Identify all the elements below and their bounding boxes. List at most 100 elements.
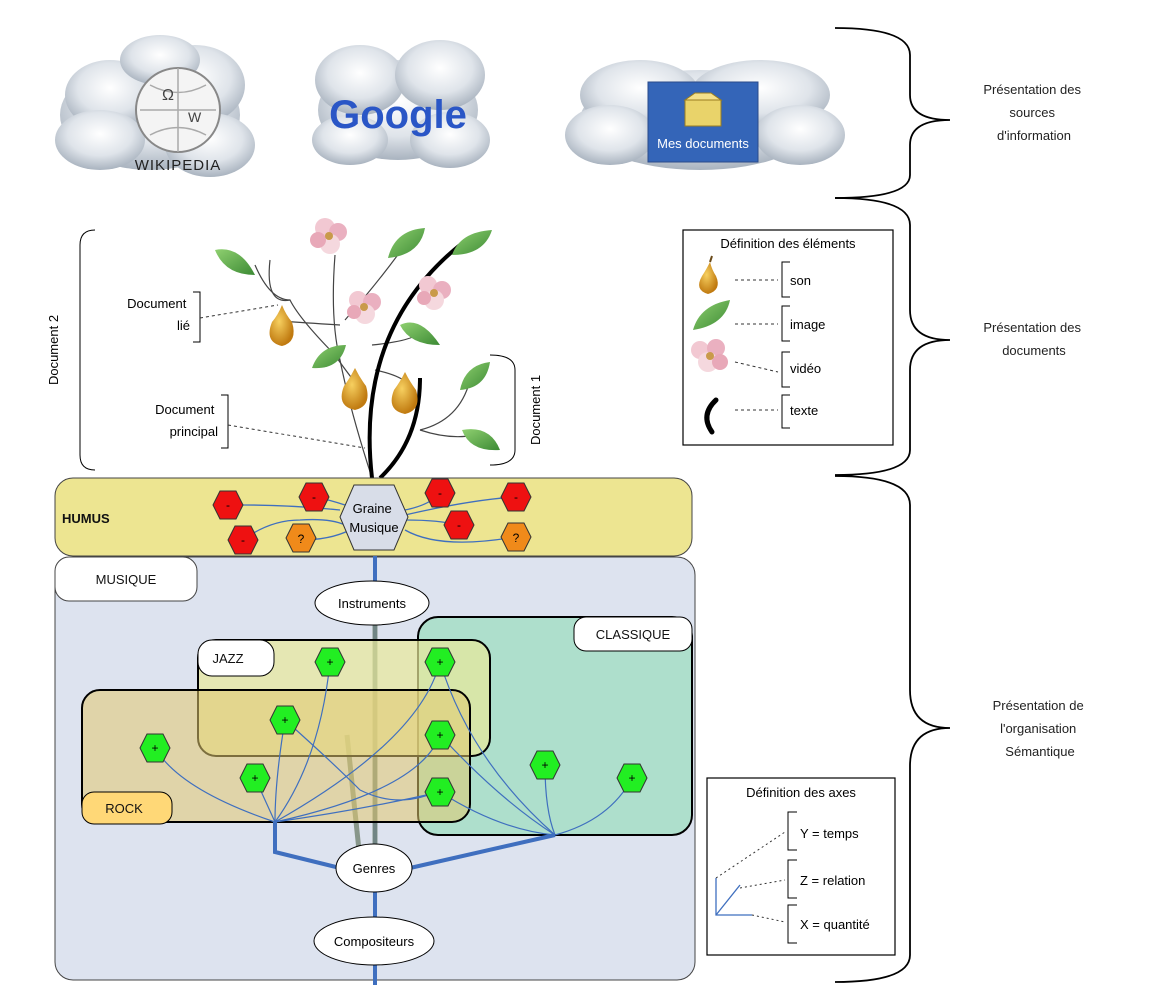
svg-text:?: ? <box>298 532 305 546</box>
leaf-icon <box>312 345 346 369</box>
positive-node: + <box>616 763 648 793</box>
legend-image: image <box>790 317 825 332</box>
unknown-node: ? <box>500 522 532 552</box>
positive-node: + <box>529 750 561 780</box>
folder-icon <box>683 92 723 127</box>
legend-texte: texte <box>790 403 818 418</box>
positive-node: + <box>424 647 456 677</box>
svg-text:+: + <box>326 655 333 669</box>
positive-node: + <box>239 763 271 793</box>
pear-icon <box>341 368 368 410</box>
svg-text:+: + <box>436 728 443 742</box>
wikipedia-globe-icon: Ω W <box>135 67 221 153</box>
musique-label: MUSIQUE <box>96 572 157 587</box>
label-organisation: Présentation de l'organisation Sémantiqu… <box>993 698 1088 759</box>
humus-band: HUMUS Graine Musique - - <box>54 477 693 557</box>
legend-elements: Définition des éléments son image vidéo <box>682 229 894 446</box>
node-compositeurs: Compositeurs <box>313 916 435 966</box>
negative-node: - <box>227 525 259 555</box>
pear-icon <box>269 305 294 346</box>
legend-son: son <box>790 273 811 288</box>
node-genres: Genres <box>335 843 413 893</box>
legend-axes-title: Définition des axes <box>746 785 856 800</box>
node-instruments: Instruments <box>314 580 430 626</box>
rock-label: ROCK <box>105 801 143 816</box>
classique-label: CLASSIQUE <box>596 627 671 642</box>
label-document-lie: Document lié <box>127 296 190 333</box>
label-document-2: Document 2 <box>46 315 61 385</box>
flower-icon <box>417 276 451 310</box>
axis-x: X = quantité <box>800 917 870 932</box>
svg-text:Instruments: Instruments <box>338 596 406 611</box>
legend-video: vidéo <box>790 361 821 376</box>
svg-text:-: - <box>438 486 442 500</box>
positive-node: + <box>424 720 456 750</box>
positive-node: + <box>269 705 301 735</box>
leaf-icon <box>460 362 490 390</box>
wikipedia-label: WIKIPEDIA <box>135 157 222 174</box>
svg-text:+: + <box>251 771 258 785</box>
stroke-icon <box>704 397 719 435</box>
unknown-node: ? <box>285 523 317 553</box>
negative-node: - <box>298 482 330 512</box>
positive-node: + <box>139 733 171 763</box>
brace-documents <box>834 197 951 476</box>
leaf-icon <box>452 230 492 255</box>
svg-text:+: + <box>628 771 635 785</box>
negative-node: - <box>443 510 475 540</box>
source-google: Google <box>312 40 490 168</box>
svg-text:+: + <box>541 758 548 772</box>
leaf-icon <box>388 228 425 258</box>
leaf-icon <box>215 249 255 275</box>
svg-text:Compositeurs: Compositeurs <box>334 934 415 949</box>
axes-icon <box>715 878 752 916</box>
label-sources: Présentation des sources d'information <box>983 82 1084 143</box>
svg-text:-: - <box>514 490 518 504</box>
axis-z: Z = relation <box>800 873 865 888</box>
negative-node: - <box>212 490 244 520</box>
svg-text:?: ? <box>513 531 520 545</box>
positive-node: + <box>314 647 346 677</box>
svg-text:Ω: Ω <box>162 87 174 104</box>
svg-text:W: W <box>188 109 202 125</box>
flower-icon <box>347 291 381 324</box>
svg-text:-: - <box>312 490 316 504</box>
svg-text:-: - <box>241 533 245 547</box>
label-document-1: Document 1 <box>528 375 543 445</box>
pear-icon <box>391 372 418 414</box>
svg-text:+: + <box>281 713 288 727</box>
mydocs-label: Mes documents <box>657 136 749 151</box>
musique-panel: MUSIQUE CLASSIQUE JAZZ ROCK <box>54 556 696 985</box>
flower-icon <box>310 218 347 254</box>
leaf-icon <box>462 429 500 451</box>
document-tree: Document 2 Document 1 Document lié Docum… <box>46 218 543 480</box>
negative-node: - <box>500 482 532 512</box>
leaf-icon <box>693 300 730 330</box>
brace-sources <box>834 27 951 199</box>
negative-node: - <box>424 478 456 508</box>
cloud-google-icon <box>312 40 490 168</box>
label-documents: Présentation des documents <box>983 320 1084 358</box>
brace-organisation <box>834 475 951 983</box>
source-my-documents: Mes documents <box>565 60 845 170</box>
svg-text:+: + <box>436 655 443 669</box>
axis-y: Y = temps <box>800 826 859 841</box>
svg-text:-: - <box>226 498 230 512</box>
source-wikipedia: Ω W WIKIPEDIA <box>55 35 255 177</box>
leaf-icon <box>400 322 440 345</box>
positive-node: + <box>424 777 456 807</box>
humus-label: HUMUS <box>62 511 110 526</box>
svg-text:Graine Musique: Graine Musique <box>349 501 398 535</box>
svg-text:+: + <box>436 785 443 799</box>
seed-musique: Graine Musique <box>339 484 409 551</box>
pear-icon <box>699 255 718 294</box>
jazz-label: JAZZ <box>212 651 243 666</box>
svg-text:+: + <box>151 741 158 755</box>
svg-text:-: - <box>457 518 461 532</box>
legend-elements-title: Définition des éléments <box>720 236 856 251</box>
legend-axes: Définition des axes Y = temps Z = relati… <box>706 777 896 956</box>
label-document-principal: Document principal <box>155 402 218 439</box>
svg-text:Genres: Genres <box>353 861 396 876</box>
google-logo: Google <box>329 93 467 137</box>
flower-icon <box>691 339 728 372</box>
